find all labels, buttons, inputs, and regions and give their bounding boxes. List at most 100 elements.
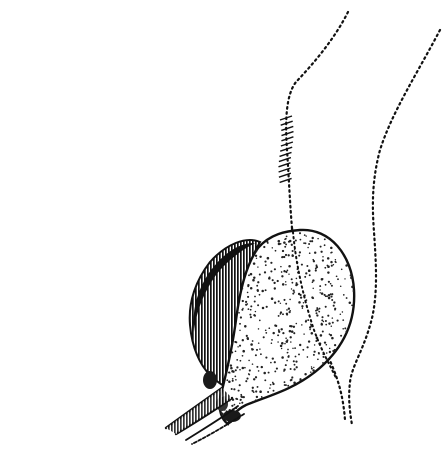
stipple-dot	[320, 371, 322, 373]
stipple-dot	[330, 261, 332, 263]
stipple-dot	[254, 415, 256, 417]
stipple-dot	[274, 287, 276, 289]
stipple-dot	[253, 378, 255, 380]
stipple-dot	[337, 278, 339, 280]
stipple-dot	[257, 386, 259, 388]
stipple-dot	[229, 238, 231, 240]
stipple-dot	[331, 326, 332, 327]
stipple-dot	[308, 243, 310, 245]
stipple-dot	[252, 232, 254, 234]
stipple-dot	[292, 293, 294, 295]
stipple-dot	[236, 232, 238, 234]
stipple-dot	[333, 305, 335, 307]
stipple-dot	[261, 290, 264, 293]
stipple-dot	[323, 410, 325, 412]
stipple-dot	[284, 343, 286, 345]
stipple-dot	[256, 229, 258, 231]
stipple-dot	[336, 416, 338, 418]
stipple-dot	[312, 288, 313, 289]
stipple-dot	[329, 333, 331, 335]
stipple-dot	[324, 341, 326, 343]
stipple-dot	[252, 348, 254, 350]
stipple-dot	[249, 314, 251, 316]
stipple-dot	[253, 226, 255, 228]
stipple-dot	[258, 328, 260, 330]
stipple-dot	[305, 272, 307, 274]
stipple-dot	[355, 396, 356, 397]
stipple-dot	[311, 366, 312, 367]
stipple-dot	[357, 326, 359, 328]
stipple-dot	[336, 275, 338, 277]
stipple-dot	[266, 306, 268, 308]
neck-knob-lower	[223, 410, 241, 422]
stipple-dot	[294, 347, 296, 349]
stipple-dot	[317, 238, 319, 240]
stipple-dot	[357, 374, 360, 377]
suture-tick	[282, 132, 294, 136]
stipple-dot	[289, 330, 292, 333]
stipple-dot	[325, 284, 327, 286]
suture-tick	[281, 137, 293, 141]
stipple-dot	[312, 411, 314, 413]
stipple-dot	[339, 364, 341, 366]
stipple-dot	[292, 250, 294, 252]
stipple-dot	[299, 380, 301, 382]
stipple-dot	[351, 304, 353, 306]
stipple-dot	[244, 325, 247, 328]
stipple-dot	[234, 341, 236, 343]
stipple-dot	[323, 321, 325, 323]
stipple-dot	[291, 376, 293, 378]
stipple-dot	[302, 349, 304, 351]
stipple-dot	[281, 356, 284, 359]
stipple-dot	[319, 308, 321, 310]
stipple-dot	[259, 238, 260, 239]
stipple-dot	[290, 420, 292, 422]
stipple-dot	[286, 412, 288, 414]
stipple-dot	[309, 383, 311, 385]
stipple-dot	[304, 373, 306, 375]
stipple-dot	[324, 267, 326, 269]
stipple-dot	[323, 382, 325, 384]
stipple-dot	[354, 256, 356, 258]
stipple-dot	[313, 388, 315, 390]
stipple-dot	[288, 423, 289, 424]
stipple-dot	[236, 236, 238, 238]
stipple-dot	[352, 405, 354, 407]
stipple-dot	[287, 385, 289, 387]
stipple-dot	[282, 415, 284, 417]
stipple-dot	[237, 346, 238, 347]
stipple-dot	[305, 393, 307, 395]
stipple-dot	[262, 231, 263, 232]
stipple-dot	[287, 270, 289, 272]
stipple-dot	[332, 322, 334, 324]
stipple-dot	[300, 239, 302, 241]
stipple-dot	[256, 396, 258, 398]
stipple-dot	[263, 372, 266, 375]
stipple-dot	[288, 406, 291, 409]
stipple-dot	[274, 361, 276, 363]
stipple-dot	[216, 384, 218, 386]
stipple-dot	[263, 407, 265, 409]
stipple-dot	[288, 273, 289, 274]
stipple-dot	[299, 232, 301, 234]
stipple-dot	[256, 285, 258, 287]
stipple-dot	[235, 369, 237, 371]
stipple-dot	[357, 285, 359, 287]
stipple-dot	[282, 283, 285, 286]
stipple-dot	[342, 319, 344, 321]
stipple-dot	[289, 299, 291, 301]
stipple-dot	[325, 387, 327, 389]
stipple-dot	[265, 332, 267, 334]
stipple-dot	[245, 301, 247, 303]
stipple-dot	[327, 315, 329, 317]
stipple-dot	[288, 391, 290, 393]
stipple-dot	[239, 384, 241, 386]
stipple-dot	[229, 228, 231, 230]
stipple-dot	[356, 416, 358, 418]
stipple-dot	[347, 252, 349, 254]
stipple-dot	[344, 278, 345, 279]
stipple-dot	[325, 230, 327, 232]
stipple-dot	[240, 395, 242, 397]
stipple-dot	[238, 390, 240, 392]
